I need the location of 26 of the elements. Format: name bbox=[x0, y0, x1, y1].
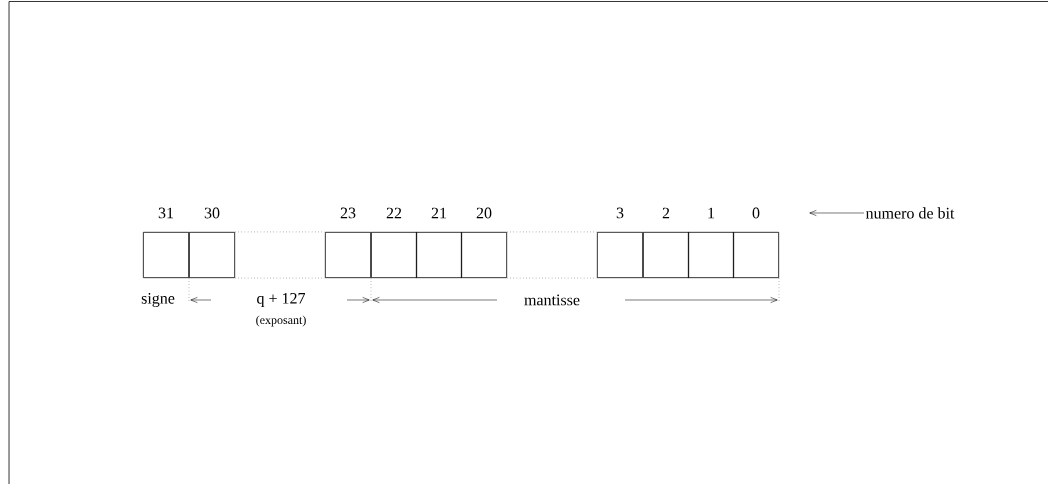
bit-number: 0 bbox=[752, 207, 760, 219]
bit-number: 1 bbox=[708, 207, 715, 219]
bit-number: 20 bbox=[476, 207, 492, 219]
bit-number: 30 bbox=[204, 207, 220, 219]
bit-number: 21 bbox=[431, 207, 447, 219]
bit-cell bbox=[732, 231, 780, 279]
arrow bbox=[809, 210, 865, 216]
text-label: numero de bit bbox=[865, 207, 955, 219]
bit-cell bbox=[460, 231, 508, 279]
bit-number: 2 bbox=[662, 207, 670, 219]
bit-cell bbox=[370, 231, 418, 279]
bit-cell bbox=[642, 231, 690, 279]
bit-cell bbox=[687, 231, 735, 279]
field-label: q + 127 bbox=[257, 293, 306, 307]
field-label: signe bbox=[141, 292, 175, 307]
bit-cell bbox=[324, 231, 372, 279]
bit-number: 3 bbox=[616, 207, 624, 219]
bit-number: 31 bbox=[158, 207, 174, 219]
bit-number: 22 bbox=[386, 207, 402, 219]
field-label: (exposant) bbox=[256, 315, 306, 327]
field-label: mantisse bbox=[524, 294, 580, 306]
bit-cell bbox=[188, 231, 236, 279]
bit-number: 23 bbox=[340, 207, 356, 219]
bit-cell bbox=[415, 231, 463, 279]
bit-cell bbox=[596, 231, 644, 279]
bit-cell bbox=[142, 231, 190, 279]
